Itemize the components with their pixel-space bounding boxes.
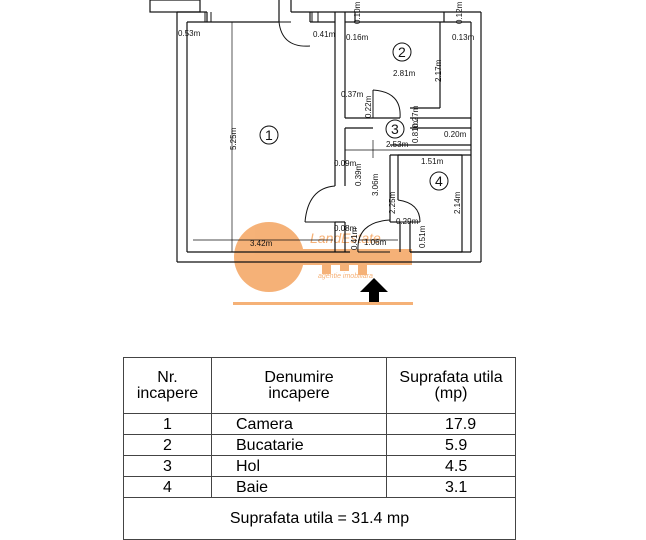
- dim-label-vertical: 0.51m: [418, 225, 427, 248]
- dim-label: 0.16m: [346, 33, 369, 42]
- table-row: 4 Baie 3.1: [123, 476, 516, 498]
- dim-label: 2.53m: [386, 140, 409, 149]
- header-area: Suprafata utila (mp): [386, 357, 516, 414]
- cell-nr: 1: [123, 413, 212, 435]
- table-header-row: Nr. incapere Denumire incapere Suprafata…: [123, 357, 516, 414]
- logo-tagline: agentie imobiliara: [318, 273, 373, 280]
- walls: [149, 0, 482, 263]
- cell-name: Baie: [211, 476, 387, 498]
- dim-label-vertical: 0.22m: [364, 95, 373, 118]
- table-row: 3 Hol 4.5: [123, 455, 516, 477]
- dim-label-vertical: 0.27m: [411, 105, 420, 128]
- dim-label: 0.20m: [444, 130, 467, 139]
- room-number-1: 1: [265, 127, 273, 143]
- door-hall: [304, 185, 336, 223]
- dim-label-vertical: 0.39m: [354, 163, 363, 186]
- cell-name: Bucatarie: [211, 434, 387, 456]
- dim-label-vertical: 0.10m: [353, 1, 362, 24]
- floor-plan: LandEstate agentie imobiliara: [149, 0, 482, 305]
- logo-key-shaft: [300, 249, 412, 265]
- cell-area: 5.9: [386, 434, 516, 456]
- table-row: 1 Camera 17.9: [123, 413, 516, 435]
- header-nr: Nr. incapere: [123, 357, 212, 414]
- dim-label: 0.09m: [334, 159, 357, 168]
- dim-label-vertical: 0.81m: [411, 120, 420, 143]
- cell-area: 17.9: [386, 413, 516, 435]
- cell-name: Camera: [211, 413, 387, 435]
- dim-label-vertical: 0.41m: [350, 227, 359, 250]
- dim-label: 3.42m: [250, 239, 273, 248]
- cell-area: 3.1: [386, 476, 516, 498]
- dimension-labels: 0.53m 0.41m 0.16m 0.13m 2.81m 0.37m 0.20…: [178, 1, 475, 250]
- header-name: Denumire incapere: [211, 357, 387, 414]
- room-labels: 1 2 3 4: [259, 42, 449, 191]
- entrance-arrow-icon: [360, 278, 388, 302]
- dim-label: 2.81m: [393, 69, 416, 78]
- cell-nr: 2: [123, 434, 212, 456]
- watermark-logo: LandEstate agentie imobiliara: [233, 222, 413, 305]
- cell-nr: 4: [123, 476, 212, 498]
- cell-nr: 3: [123, 455, 212, 477]
- table-row: 2 Bucatarie 5.9: [123, 434, 516, 456]
- dim-label-vertical: 3.06m: [371, 173, 380, 196]
- dim-label: 1.51m: [421, 157, 444, 166]
- cell-area: 4.5: [386, 455, 516, 477]
- area-table: Nr. incapere Denumire incapere Suprafata…: [123, 357, 516, 540]
- room-number-2: 2: [398, 44, 406, 60]
- dim-label-vertical: 0.12m: [455, 1, 464, 24]
- dim-label: 0.29m: [396, 217, 419, 226]
- dim-label: 0.37m: [341, 90, 364, 99]
- cell-name: Hol: [211, 455, 387, 477]
- dim-label: 0.13m: [452, 33, 475, 42]
- door-entrance: [357, 219, 391, 253]
- logo-underline: [233, 302, 413, 305]
- dim-label-vertical: 5.25m: [229, 127, 238, 150]
- dim-label: 0.53m: [178, 29, 201, 38]
- dim-label-vertical: 2.17m: [434, 59, 443, 82]
- door-kitchen: [372, 89, 401, 119]
- dim-label-vertical: 2.14m: [453, 191, 462, 214]
- dim-label: 1.06m: [364, 238, 387, 247]
- room-number-4: 4: [435, 173, 443, 189]
- table-total-row: Suprafata utila = 31.4 mp: [123, 497, 516, 540]
- room-number-3: 3: [391, 121, 399, 137]
- door-room1: [278, 21, 311, 47]
- dim-label-vertical: 2.25m: [388, 191, 397, 214]
- total-area: Suprafata utila = 31.4 mp: [123, 497, 516, 540]
- doors: [204, 12, 421, 253]
- door-bath: [397, 199, 421, 223]
- dimension-lines: [193, 22, 471, 252]
- logo-key-ring: [234, 222, 304, 292]
- dim-label: 0.41m: [313, 30, 336, 39]
- dim-label: 0.08m: [334, 224, 357, 233]
